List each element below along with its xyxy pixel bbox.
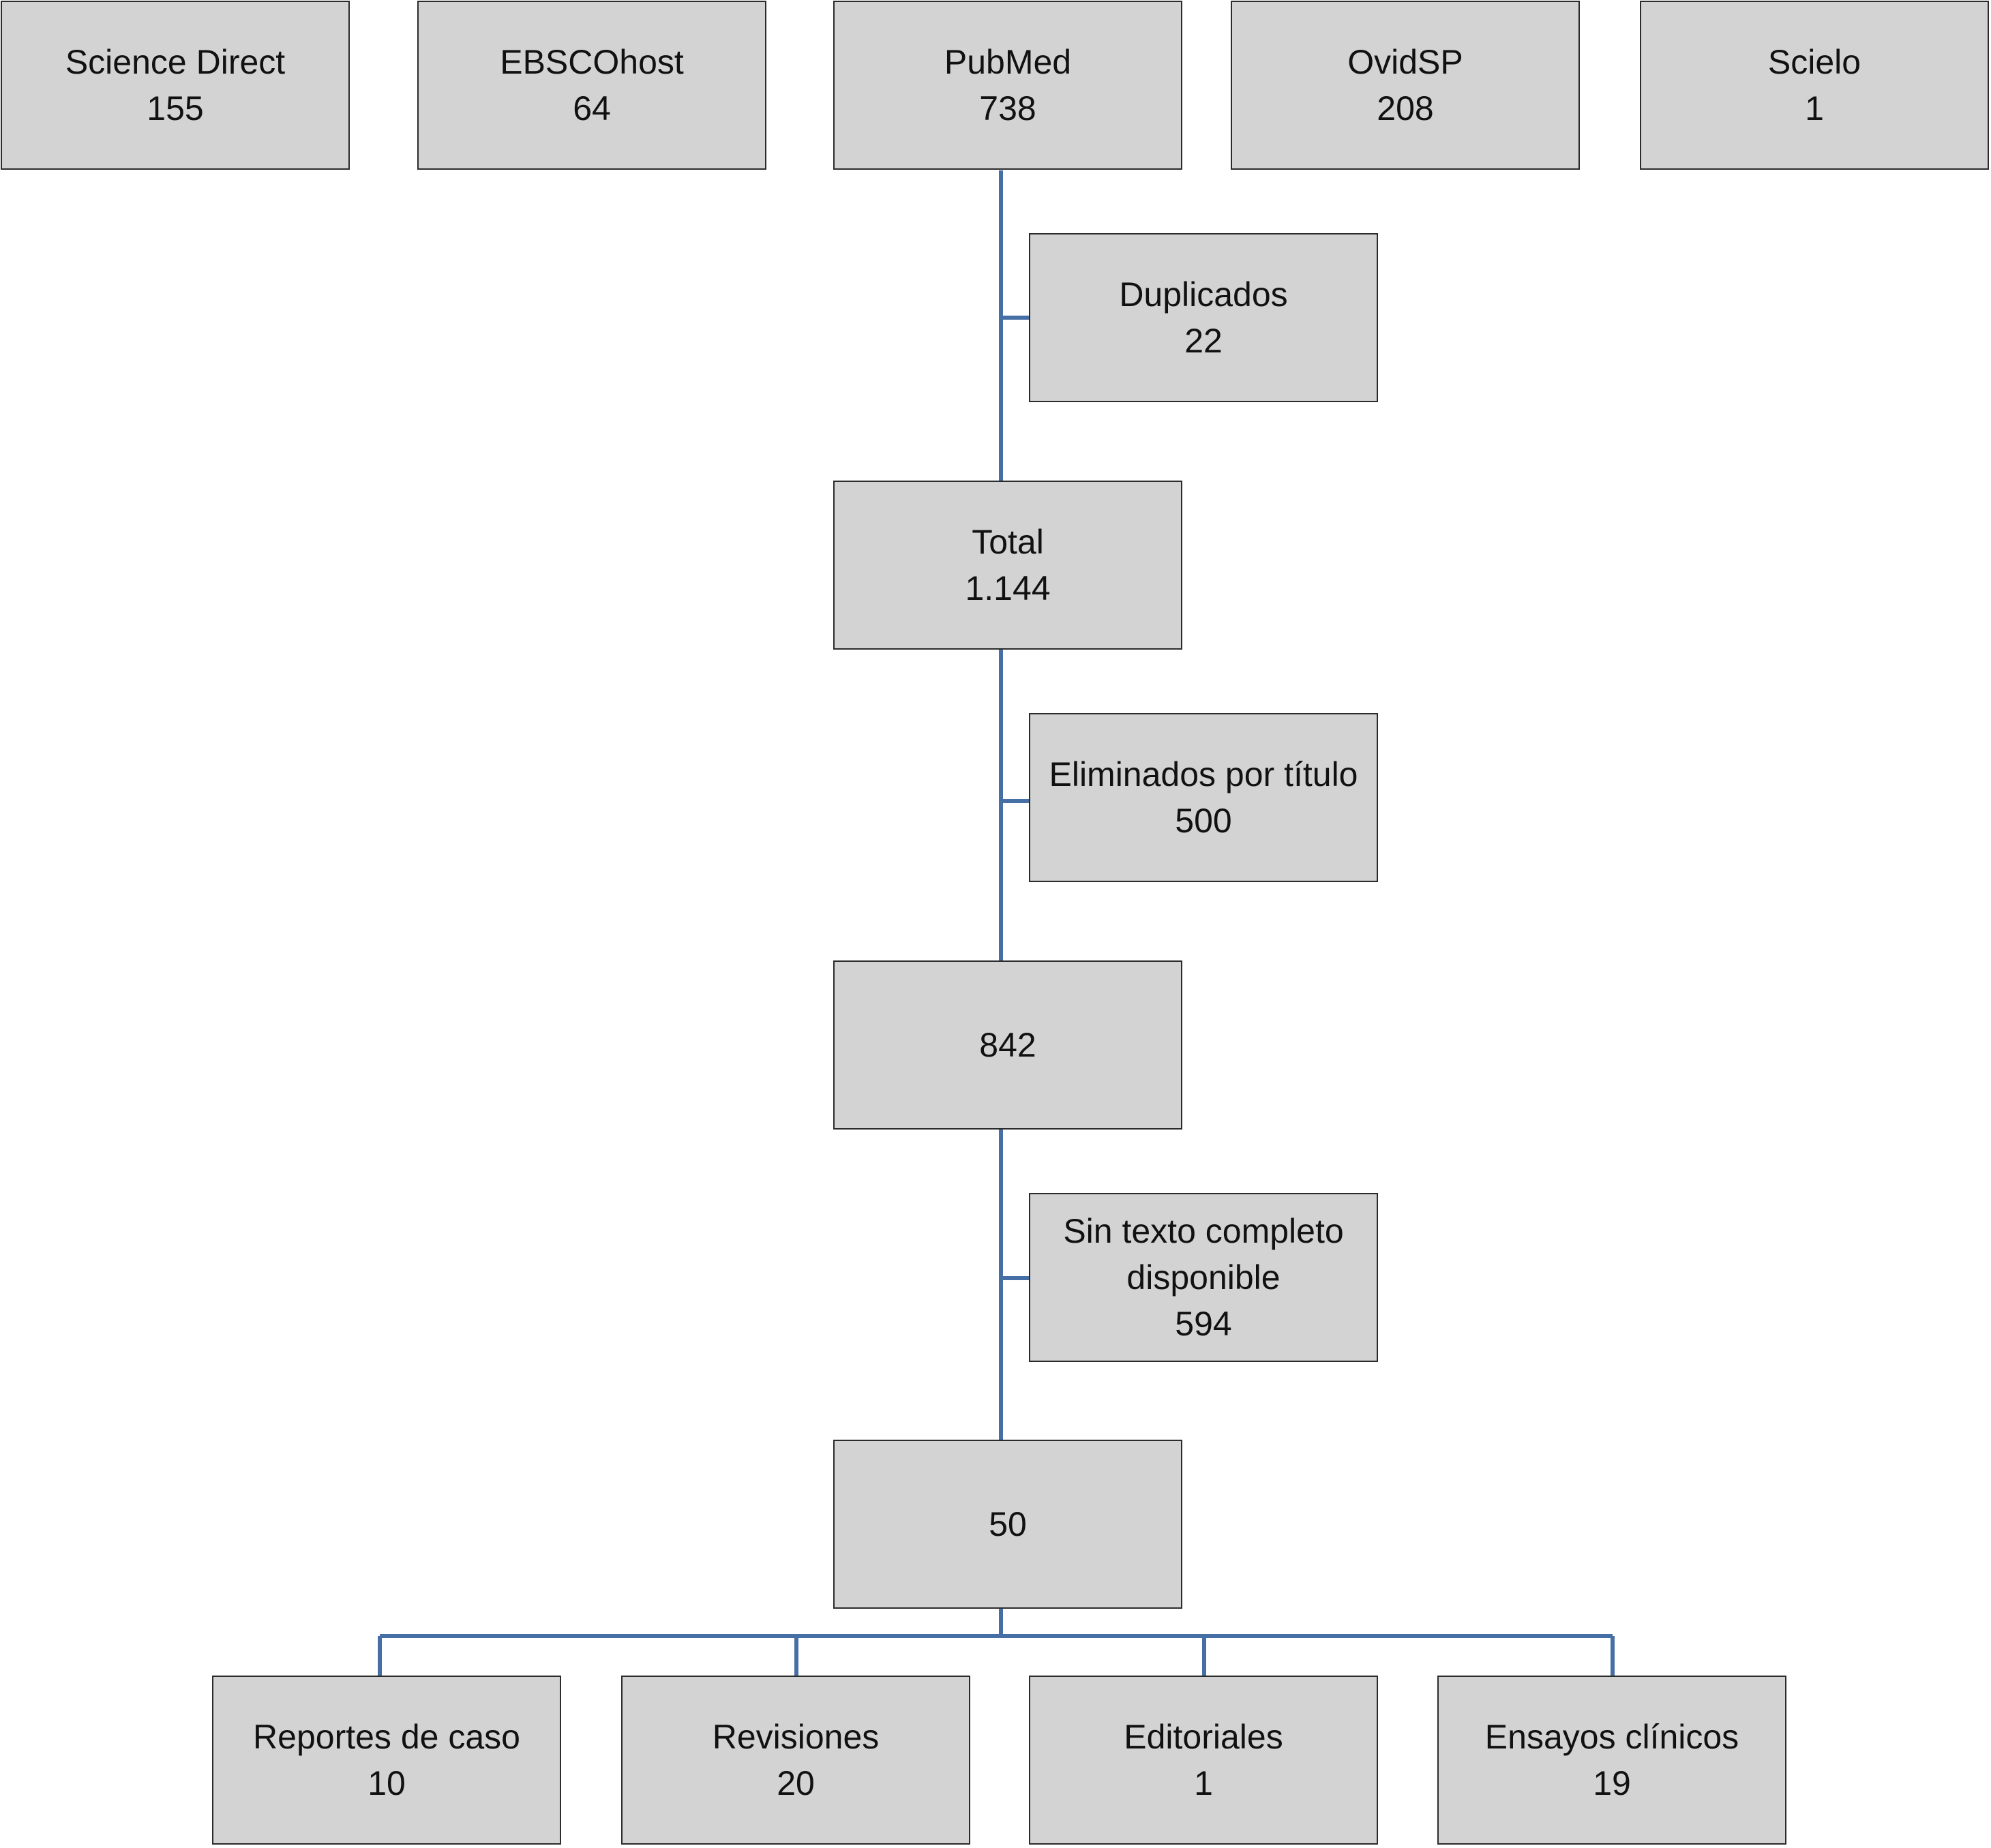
after-title-box: 842 (833, 960, 1182, 1130)
category-label: Revisiones (712, 1718, 880, 1756)
removed-by-title-count: 500 (1175, 802, 1232, 840)
source-count: 738 (979, 89, 1036, 127)
category-box-revisiones: Revisiones 20 (621, 1676, 970, 1845)
source-count: 155 (147, 89, 204, 127)
source-box-ovidsp: OvidSP 208 (1231, 1, 1580, 170)
duplicates-label: Duplicados (1119, 275, 1288, 314)
no-full-text-label-line1: Sin texto completo (1063, 1212, 1344, 1250)
no-full-text-count: 594 (1175, 1305, 1232, 1343)
category-count: 20 (777, 1764, 815, 1802)
total-box: Total 1.144 (833, 481, 1182, 650)
source-box-science-direct: Science Direct 155 (1, 1, 350, 170)
source-box-scielo: Scielo 1 (1640, 1, 1989, 170)
source-label: PubMed (944, 43, 1072, 81)
total-count: 1.144 (965, 569, 1051, 607)
source-count: 1 (1805, 89, 1824, 127)
source-box-ebscohost: EBSCOhost 64 (417, 1, 766, 170)
category-count: 10 (368, 1764, 406, 1802)
source-label: OvidSP (1347, 43, 1463, 81)
source-count: 64 (573, 89, 611, 127)
category-count: 1 (1194, 1764, 1213, 1802)
source-box-pubmed: PubMed 738 (833, 1, 1182, 170)
duplicates-box: Duplicados 22 (1029, 233, 1378, 402)
total-label: Total (972, 523, 1044, 561)
category-label: Editoriales (1124, 1718, 1283, 1756)
removed-by-title-box: Eliminados por título 500 (1029, 713, 1378, 882)
category-label: Ensayos clínicos (1484, 1718, 1739, 1756)
final-box: 50 (833, 1440, 1182, 1609)
duplicates-count: 22 (1184, 322, 1223, 360)
category-count: 19 (1593, 1764, 1631, 1802)
after-title-count: 842 (979, 1026, 1036, 1064)
no-full-text-label-line2: disponible (1126, 1258, 1281, 1297)
source-count: 208 (1377, 89, 1434, 127)
category-label: Reportes de caso (253, 1718, 520, 1756)
source-label: EBSCOhost (500, 43, 684, 81)
source-label: Science Direct (65, 43, 286, 81)
category-box-reportes-de-caso: Reportes de caso 10 (212, 1676, 561, 1845)
final-count: 50 (989, 1505, 1027, 1543)
no-full-text-box: Sin texto completo disponible 594 (1029, 1193, 1378, 1362)
removed-by-title-label: Eliminados por título (1049, 755, 1358, 793)
category-box-ensayos-clinicos: Ensayos clínicos 19 (1437, 1676, 1786, 1845)
source-label: Scielo (1767, 43, 1861, 81)
category-box-editoriales: Editoriales 1 (1029, 1676, 1378, 1845)
